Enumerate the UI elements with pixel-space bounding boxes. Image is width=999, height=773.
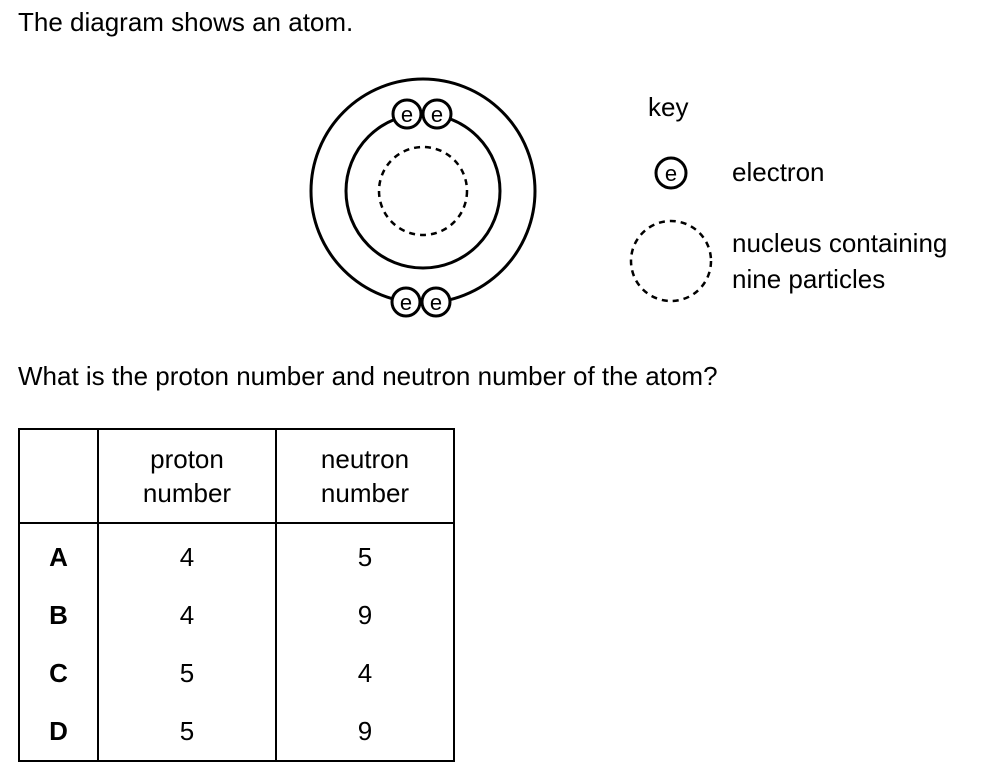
table-header-row: proton number neutron number	[18, 428, 455, 524]
neutron-number-cell: 9	[275, 586, 455, 644]
neutron-number-cell: 9	[275, 702, 455, 762]
question-text: What is the proton number and neutron nu…	[18, 361, 718, 391]
key-nucleus-label: nucleus containing nine particles	[732, 225, 947, 297]
electron-symbol: e	[431, 102, 443, 127]
table-row[interactable]: C 5 4	[18, 644, 455, 702]
option-letter: C	[18, 644, 99, 702]
proton-number-cell: 4	[97, 586, 277, 644]
table-row[interactable]: D 5 9	[18, 702, 455, 762]
electron: e	[420, 286, 452, 318]
key-nucleus-symbol	[629, 219, 713, 303]
atom: e e e e	[309, 77, 537, 318]
key-electron-symbol: e	[654, 156, 688, 190]
proton-header-line1: proton	[150, 444, 224, 474]
neutron-header-line2: number	[320, 478, 410, 508]
electron: e	[390, 286, 422, 318]
key-electron-label: electron	[732, 157, 825, 187]
table-row[interactable]: A 4 5	[18, 523, 455, 586]
proton-header-line2: number	[142, 478, 232, 508]
electron: e	[421, 98, 453, 130]
proton-number-cell: 5	[97, 644, 277, 702]
neutron-header-line1: neutron	[320, 444, 410, 474]
inner-electron-shell	[344, 112, 502, 270]
intro-text: The diagram shows an atom.	[18, 7, 354, 37]
nucleus	[377, 145, 469, 237]
neutron-number-cell: 5	[275, 523, 455, 586]
neutron-number-header: neutron number	[275, 428, 455, 524]
key-title: key	[648, 92, 689, 122]
electron-symbol: e	[401, 102, 413, 127]
proton-number-header: proton number	[97, 428, 277, 524]
table-row[interactable]: B 4 9	[18, 586, 455, 644]
electron-symbol: e	[400, 290, 412, 315]
proton-number-cell: 4	[97, 523, 277, 586]
answer-table: proton number neutron number A 4 5 B 4 9…	[18, 428, 455, 762]
option-letter: B	[18, 586, 99, 644]
option-header-cell	[18, 428, 99, 524]
electron: e	[391, 98, 423, 130]
electron-symbol: e	[430, 290, 442, 315]
key-nucleus-label-line2: nine particles	[732, 264, 886, 294]
key-nucleus-label-line1: nucleus containing	[732, 228, 948, 258]
proton-number-cell: 5	[97, 702, 277, 762]
option-letter: D	[18, 702, 99, 762]
key-electron-letter: e	[665, 161, 677, 186]
neutron-number-cell: 4	[275, 644, 455, 702]
option-letter: A	[18, 523, 99, 586]
